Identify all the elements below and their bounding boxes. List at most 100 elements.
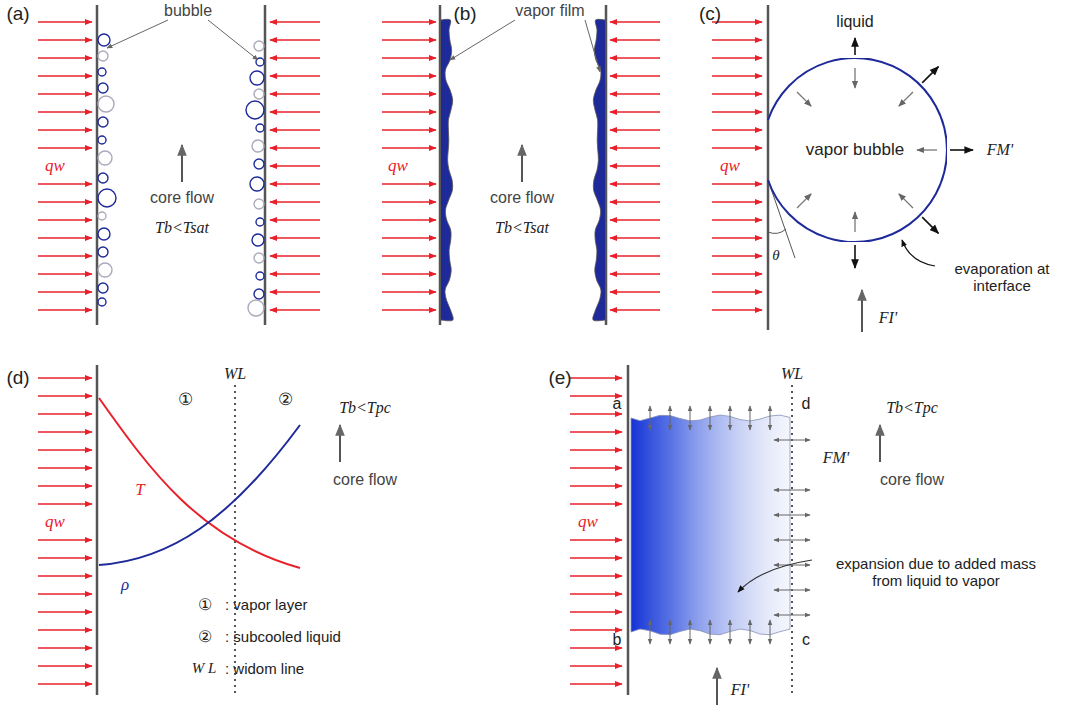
heat-flux-arrow <box>270 201 320 202</box>
bubble-circle <box>98 96 114 112</box>
bubble-circle <box>98 68 106 76</box>
flow-arrow <box>521 145 523 182</box>
heat-flux-arrow <box>38 147 92 148</box>
leader-line <box>738 560 812 592</box>
heat-flux-arrow <box>270 75 320 76</box>
bubble-circle <box>98 298 106 306</box>
heat-flux-arrow <box>712 219 762 220</box>
heat-flux-arrow <box>382 309 436 310</box>
heat-flux-arrow <box>570 629 622 630</box>
heat-flux-arrow <box>712 255 762 256</box>
heat-flux-arrow <box>270 183 320 184</box>
heat-flux-arrow <box>712 129 762 130</box>
figure-label: FM' <box>987 141 1014 159</box>
heat-flux-arrow <box>382 93 436 94</box>
figure-label: Tb<Tsat <box>155 219 209 237</box>
flow-arrow <box>861 290 863 332</box>
expansion-arrow <box>690 406 691 430</box>
figure-label: FI' <box>731 681 750 699</box>
heat-flux-arrow <box>610 21 660 22</box>
figure-label: expansion due to added mass from liquid … <box>821 555 1051 590</box>
heat-flux-arrow <box>270 237 320 238</box>
heat-flux-arrow <box>270 39 320 40</box>
evaporation-arrow <box>899 92 913 106</box>
expansion-arrow <box>774 590 810 591</box>
figure-label: Tb<Tpc <box>339 399 391 417</box>
expansion-arrow <box>750 406 751 430</box>
heat-flux-arrow <box>382 219 436 220</box>
evaporation-arrow <box>854 212 855 232</box>
heat-flux-arrow <box>712 111 762 112</box>
heat-flux-arrow <box>38 683 92 684</box>
expansion-arrow <box>774 490 810 491</box>
heat-flux-arrow <box>382 273 436 274</box>
heat-flux-arrow <box>570 611 622 612</box>
heat-flux-arrow <box>38 39 92 40</box>
evaporation-arrow <box>797 92 811 106</box>
heat-flux-arrow <box>270 147 320 148</box>
figure-label: b <box>613 631 622 649</box>
figure-label: ② <box>278 390 293 410</box>
figure-label: (d) <box>6 367 29 389</box>
expansion-arrow <box>774 615 810 616</box>
heat-flux-arrow <box>270 21 320 22</box>
figure-label: qw <box>45 156 65 176</box>
heat-flux-arrow <box>38 611 92 612</box>
figure-label: a <box>613 395 622 413</box>
heat-flux-arrow <box>270 273 320 274</box>
expansion-arrow <box>774 565 810 566</box>
heat-flux-arrow <box>270 255 320 256</box>
bubble-node: vapor bubble <box>763 58 947 242</box>
expansion-arrow <box>730 406 731 430</box>
expansion-arrow <box>670 620 671 644</box>
heat-flux-arrow <box>712 309 762 310</box>
figure-label: (b) <box>453 3 476 25</box>
heat-flux-arrow <box>382 147 436 148</box>
expansion-arrow <box>710 620 711 644</box>
heat-flux-arrow <box>610 219 660 220</box>
figure-label: : subcooled liquid <box>225 628 341 645</box>
heat-flux-arrow <box>38 111 92 112</box>
heat-flux-arrow <box>270 93 320 94</box>
heat-flux-arrow <box>270 165 320 166</box>
bubble-circle <box>98 173 108 183</box>
heat-flux-arrow <box>610 201 660 202</box>
expansion-arrow <box>854 38 856 55</box>
heat-flux-arrow <box>570 413 622 414</box>
heat-flux-arrow <box>38 201 92 202</box>
heat-flux-arrow <box>38 503 92 504</box>
figure-label: core flow <box>150 189 214 207</box>
heat-flux-arrow <box>38 575 92 576</box>
heat-flux-arrow <box>270 309 320 310</box>
figure-label: vapor film <box>515 2 584 20</box>
heat-flux-arrow <box>38 413 92 414</box>
heat-flux-arrow <box>712 93 762 94</box>
heat-flux-arrow <box>38 395 92 396</box>
heat-flux-arrow <box>610 273 660 274</box>
figure-label: Tb<Tsat <box>495 219 549 237</box>
leader-line <box>107 20 168 48</box>
heat-flux-arrow <box>270 111 320 112</box>
heat-flux-arrow <box>382 111 436 112</box>
bubble-circle <box>252 234 264 246</box>
figure-label: (e) <box>548 367 571 389</box>
wall <box>767 5 770 330</box>
wall <box>605 5 608 325</box>
figure-label: FM' <box>823 449 850 467</box>
bubble-circle <box>98 51 108 61</box>
bubble-circle <box>256 218 264 226</box>
heat-flux-arrow <box>712 183 762 184</box>
figure-label: : widom line <box>225 660 304 677</box>
heat-flux-arrow <box>610 57 660 58</box>
figure-label: liquid <box>836 13 873 31</box>
bubble-circle <box>254 89 264 99</box>
heat-flux-arrow <box>38 593 92 594</box>
bubble-circle <box>254 159 264 169</box>
figure-label: ① <box>198 596 212 614</box>
heat-flux-arrow <box>570 665 622 666</box>
figure-label: : vapor layer <box>225 596 308 613</box>
expansion-arrow <box>670 406 671 430</box>
figure-label: core flow <box>490 189 554 207</box>
heat-flux-arrow <box>610 165 660 166</box>
heat-flux-arrow <box>38 21 92 22</box>
